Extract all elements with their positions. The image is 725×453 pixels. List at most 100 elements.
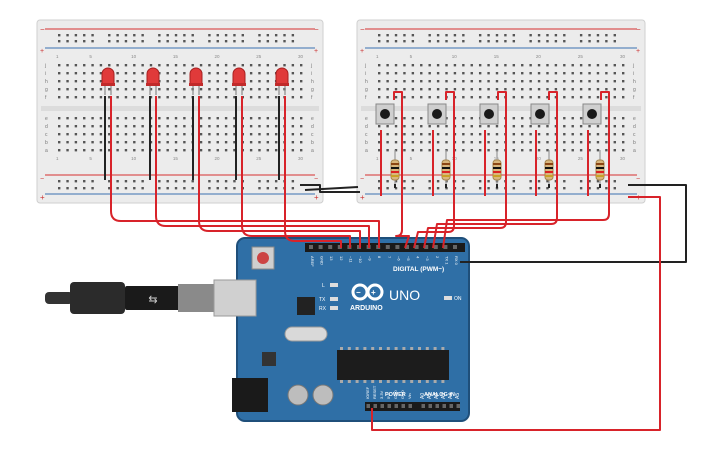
bb-left-hole	[74, 64, 78, 67]
bb-left-hole	[124, 72, 128, 75]
chip-pin	[379, 347, 382, 350]
digital-pin-hole[interactable]	[385, 245, 390, 249]
analog-pin-hole[interactable]	[456, 404, 461, 408]
digital-pin-hole[interactable]	[328, 245, 333, 249]
button-cap	[380, 109, 390, 119]
analog-pin-hole[interactable]	[428, 404, 433, 408]
button-3[interactable]	[479, 103, 499, 125]
bb-right-col-number: 20	[536, 54, 542, 59]
bb-left-hole	[249, 72, 253, 75]
bb-right-hole	[394, 149, 398, 152]
bb-right-rail-hole	[613, 180, 616, 183]
power-pin-hole[interactable]	[373, 404, 378, 408]
bb-left-rail-hole	[124, 180, 128, 183]
bb-right-rail-hole	[537, 34, 541, 37]
resistor-band	[596, 175, 604, 177]
power-analog-header[interactable]	[365, 402, 460, 411]
bb-right-hole	[462, 125, 465, 128]
power-pin-hole[interactable]	[366, 404, 371, 408]
bb-right-hole	[537, 80, 541, 83]
bb-left-hole	[174, 141, 178, 144]
bb-right-row-letter: c	[633, 132, 636, 138]
digital-pin-label: 12	[339, 256, 344, 261]
bb-right-hole	[411, 117, 415, 120]
power-pin-hole[interactable]	[401, 404, 406, 408]
arduino-logo-icon: − +	[351, 283, 384, 301]
bb-left-hole	[99, 72, 103, 75]
bb-right-hole	[378, 133, 381, 136]
bb-right-hole	[411, 133, 415, 136]
bb-right-hole	[487, 72, 490, 75]
analog-pin-label: A4	[448, 393, 454, 399]
bb-right-hole	[487, 96, 490, 99]
bb-right-hole	[504, 72, 507, 75]
bb-right-hole	[571, 88, 574, 91]
digital-pin-hole[interactable]	[414, 245, 419, 249]
bb-right-hole	[622, 133, 625, 136]
digital-pin-hole[interactable]	[443, 245, 448, 249]
digital-pin-hole[interactable]	[424, 245, 429, 249]
bb-right-hole	[579, 133, 583, 136]
chip-pin	[386, 347, 390, 350]
bb-left-hole	[74, 80, 78, 83]
bb-left-hole	[141, 64, 144, 67]
bb-left-hole	[141, 80, 144, 83]
bb-right-row-letter: e	[633, 116, 636, 122]
power-pin-hole[interactable]	[394, 404, 399, 408]
button-5[interactable]	[582, 103, 602, 125]
button-2[interactable]	[427, 103, 447, 125]
digital-pin-hole[interactable]	[405, 245, 409, 249]
bb-right-hole	[420, 96, 423, 99]
bb-right-rail-hole	[403, 34, 406, 37]
power-pin-hole[interactable]	[387, 404, 392, 408]
button-4[interactable]	[530, 103, 550, 125]
bb-right-hole	[428, 133, 431, 136]
button-cap	[432, 109, 442, 119]
bb-right-hole	[571, 133, 574, 136]
bb-left-hole	[249, 80, 253, 83]
digital-header[interactable]	[305, 243, 465, 252]
bb-right-rail-hole	[495, 187, 499, 190]
bb-right-hole	[605, 72, 608, 75]
bb-right-hole	[596, 72, 600, 75]
bb-right-hole	[622, 117, 625, 120]
button-1[interactable]	[375, 103, 395, 125]
digital-pin-hole[interactable]	[395, 245, 400, 249]
digital-pin-hole[interactable]	[337, 245, 342, 249]
bb-left-rail-hole	[283, 40, 286, 43]
bb-right-hole	[605, 88, 608, 91]
bb-right-hole	[563, 64, 566, 67]
analog-pin-hole[interactable]	[449, 404, 454, 408]
analog-pin-label: A1	[427, 393, 433, 399]
digital-pin-hole[interactable]	[433, 245, 438, 249]
bb-right-hole	[495, 72, 499, 75]
bb-left-hole	[116, 64, 119, 67]
bb-right-hole	[512, 133, 516, 136]
bb-right-hole	[478, 133, 482, 136]
power-pin-hole[interactable]	[408, 404, 413, 408]
analog-pin-hole[interactable]	[421, 404, 426, 408]
bb-right-hole	[478, 80, 482, 83]
resistor-band	[545, 175, 553, 177]
usb-b-port	[213, 279, 257, 317]
power-pin-hole[interactable]	[380, 404, 385, 408]
bb-right-rail-hole	[588, 34, 591, 37]
bb-right-col-number: 30	[620, 54, 626, 59]
bb-left-hole	[216, 149, 219, 152]
bb-left-row-letter: a	[311, 148, 314, 154]
bb-left-hole	[224, 125, 228, 128]
bb-left-hole	[158, 117, 161, 120]
bb-right-hole	[394, 80, 398, 83]
bb-right-row-letter: j	[632, 63, 634, 69]
bb-left-hole	[166, 72, 169, 75]
analog-pin-hole[interactable]	[435, 404, 440, 408]
bb-right-hole	[428, 125, 431, 128]
digital-pin-hole[interactable]	[453, 245, 457, 249]
digital-pin-hole[interactable]	[309, 245, 313, 249]
bb-left-hole	[158, 133, 161, 136]
bb-left-rail-hole	[274, 187, 278, 190]
analog-pin-hole[interactable]	[442, 404, 447, 408]
digital-pin-label: 7	[387, 256, 392, 259]
bb-left-rail-hole	[108, 187, 111, 190]
digital-pin-hole[interactable]	[318, 245, 323, 249]
